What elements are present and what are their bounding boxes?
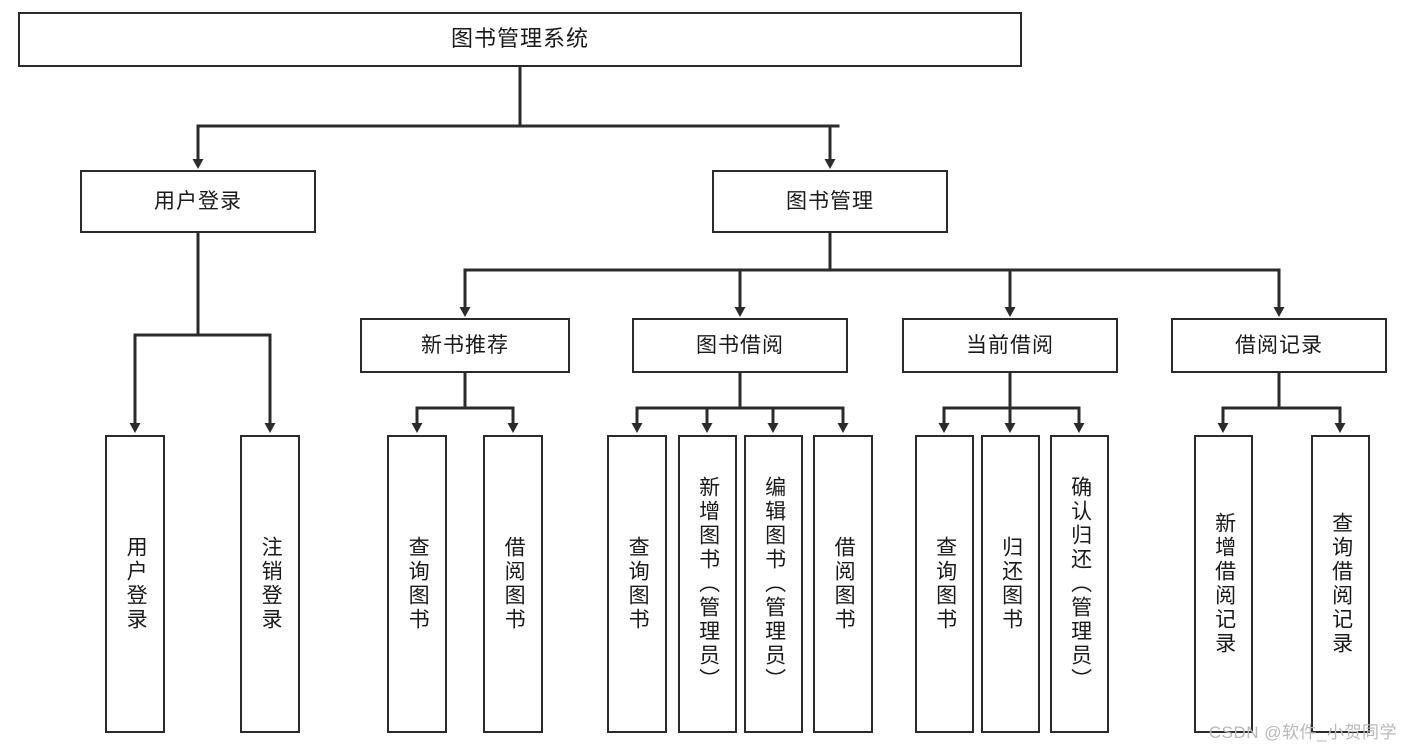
- node-label: 查询图书: [626, 536, 650, 632]
- leaf-new-book-borrow[interactable]: 借阅图书: [483, 435, 543, 733]
- node-label: 用户登录: [124, 536, 148, 632]
- node-label: 图书借阅: [696, 333, 784, 357]
- node-label: 新增借阅记录: [1212, 512, 1236, 656]
- leaf-record-add-borrow-record[interactable]: 新增借阅记录: [1194, 435, 1253, 733]
- node-label: 注销登录: [259, 536, 283, 632]
- leaf-current-confirm-return-admin[interactable]: 确认归还（管理员）: [1050, 435, 1109, 733]
- node-label: 新书推荐: [421, 333, 509, 357]
- node-book-management[interactable]: 图书管理: [712, 170, 948, 233]
- leaf-borrow-add-book-admin[interactable]: 新增图书（管理员）: [678, 435, 737, 733]
- leaf-user-login-signout[interactable]: 注销登录: [240, 435, 300, 733]
- node-label: 确认归还（管理员）: [1068, 476, 1092, 692]
- node-label: 借阅记录: [1235, 333, 1323, 357]
- node-label: 用户登录: [154, 189, 242, 213]
- node-book-borrow[interactable]: 图书借阅: [632, 318, 848, 373]
- node-label: 查询借阅记录: [1329, 512, 1353, 656]
- csdn-watermark: CSDN @软件_小贺同学: [1208, 723, 1397, 742]
- leaf-current-query-book[interactable]: 查询图书: [915, 435, 974, 733]
- node-label: 新增图书（管理员）: [696, 476, 720, 692]
- leaf-record-query-borrow-record[interactable]: 查询借阅记录: [1311, 435, 1370, 733]
- node-label: 归还图书: [999, 536, 1023, 632]
- node-new-book-recommend[interactable]: 新书推荐: [360, 318, 570, 373]
- node-label: 当前借阅: [966, 333, 1054, 357]
- node-label: 借阅图书: [832, 536, 856, 632]
- node-label: 查询图书: [933, 536, 957, 632]
- leaf-borrow-edit-book-admin[interactable]: 编辑图书（管理员）: [744, 435, 803, 733]
- leaf-new-book-query[interactable]: 查询图书: [387, 435, 447, 733]
- node-user-login[interactable]: 用户登录: [80, 170, 316, 233]
- node-label: 查询图书: [406, 536, 430, 632]
- node-label: 图书管理系统: [450, 26, 589, 52]
- leaf-user-login-signin[interactable]: 用户登录: [105, 435, 165, 733]
- leaf-borrow-query-book[interactable]: 查询图书: [607, 435, 667, 733]
- node-label: 图书管理: [786, 189, 874, 213]
- node-root-library-system[interactable]: 图书管理系统: [18, 12, 1022, 67]
- node-label: 编辑图书（管理员）: [762, 476, 786, 692]
- leaf-borrow-borrow-book[interactable]: 借阅图书: [813, 435, 873, 733]
- node-current-borrow[interactable]: 当前借阅: [902, 318, 1118, 373]
- node-borrow-record[interactable]: 借阅记录: [1171, 318, 1387, 373]
- node-label: 借阅图书: [502, 536, 526, 632]
- leaf-current-return-book[interactable]: 归还图书: [981, 435, 1040, 733]
